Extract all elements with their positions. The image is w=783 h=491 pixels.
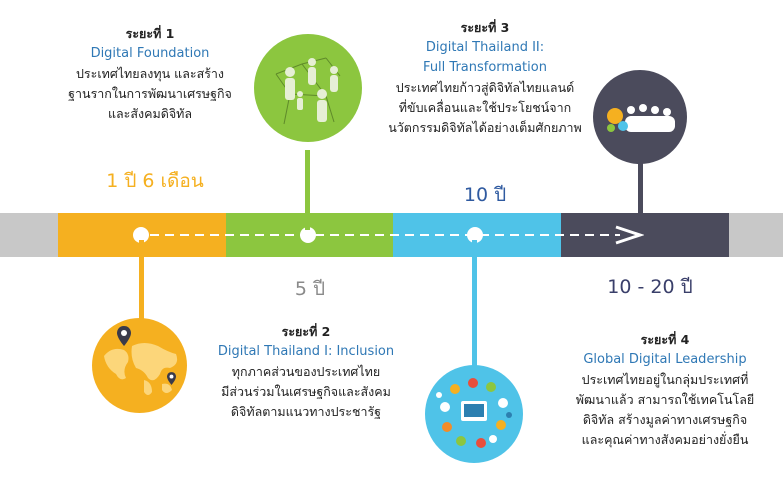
phase3-desc-line1: ประเทศไทยก้าวสู่ดิจิทัลไทยแลนด์ (395, 80, 575, 95)
phase1-desc-line1: ประเทศไทยลงทุน และสร้าง (75, 66, 225, 81)
arrow-head-icon (615, 225, 644, 245)
phase2-desc-line3: ดิจิทัลตามแนวทางประชารัฐ (230, 404, 382, 419)
location-pin-small-icon (167, 372, 176, 385)
phase4-desc-line1: ประเทศไทยอยู่ในกลุ่มประเทศที่ (581, 372, 749, 387)
timeline-band-end (729, 213, 783, 257)
phase2-label: ระยะที่ 2 (281, 324, 331, 339)
location-pin-icon (117, 326, 131, 346)
phase1-duration: 1 ปี 6 เดือน (106, 170, 204, 192)
phase4-desc-line3: ดิจิทัล สร้างมูลค่าทางเศรษฐกิจ (582, 412, 748, 427)
phase4-desc-line4: และคุณค่าทางสังคมอย่างยั่งยืน (581, 432, 749, 447)
people-network-icon (254, 34, 362, 142)
phase1-desc-line2: ฐานรากในการพัฒนาเศรษฐกิจ (68, 86, 232, 101)
phase4-label: ระยะที่ 4 (640, 332, 690, 347)
stem-phase4 (638, 130, 643, 215)
phase4-title: Global Digital Leadership (583, 352, 747, 367)
phase4-duration: 10 - 20 ปี (607, 276, 693, 298)
global-team-icon (593, 70, 687, 164)
phase3-label: ระยะที่ 3 (460, 20, 510, 35)
phase1-text-block: ระยะที่ 1 Digital Foundation ประเทศไทยลง… (50, 24, 250, 124)
phase4-desc-line2: พัฒนาแล้ว สามารถใช้เทคโนโลยี (575, 392, 755, 407)
phase1-title: Digital Foundation (90, 46, 210, 61)
timeline-dot-1 (133, 227, 149, 243)
phase2-text-block: ระยะที่ 2 Digital Thailand I: Inclusion … (206, 322, 406, 422)
phase2-duration: 5 ปี (294, 278, 326, 300)
timeline-dot-2 (300, 227, 316, 243)
phase1-desc-line3: และสังคมดิจิทัล (107, 106, 193, 121)
phase1-label: ระยะที่ 1 (125, 26, 175, 41)
phase4-text-block: ระยะที่ 4 Global Digital Leadership ประเ… (560, 330, 770, 450)
timeline-band-start (0, 213, 58, 257)
stem-phase2 (305, 150, 310, 230)
digital-apps-icon (425, 365, 523, 463)
world-map-icon (92, 318, 187, 413)
phase3-desc-line2: ที่ขับเคลื่อนและใช้ประโยชน์จาก (398, 100, 572, 115)
stem-phase1 (139, 240, 144, 320)
phase3-title-line2: Full Transformation (423, 60, 547, 75)
phase2-title: Digital Thailand I: Inclusion (217, 344, 395, 359)
stem-phase3 (472, 240, 477, 370)
phase3-duration: 10 ปี (463, 184, 507, 206)
phase2-desc-line2: มีส่วนร่วมในเศรษฐกิจและสังคม (221, 384, 391, 399)
phase2-desc-line1: ทุกภาคส่วนของประเทศไทย (231, 364, 381, 379)
phase3-desc-line3: นวัตกรรมดิจิทัลได้อย่างเต็มศักยภาพ (388, 120, 582, 135)
timeline-dot-3 (467, 227, 483, 243)
timeline-dashed-line (150, 234, 620, 236)
phase3-text-block: ระยะที่ 3 Digital Thailand II: Full Tran… (370, 18, 600, 138)
phase3-title: Digital Thailand II: (425, 40, 545, 55)
